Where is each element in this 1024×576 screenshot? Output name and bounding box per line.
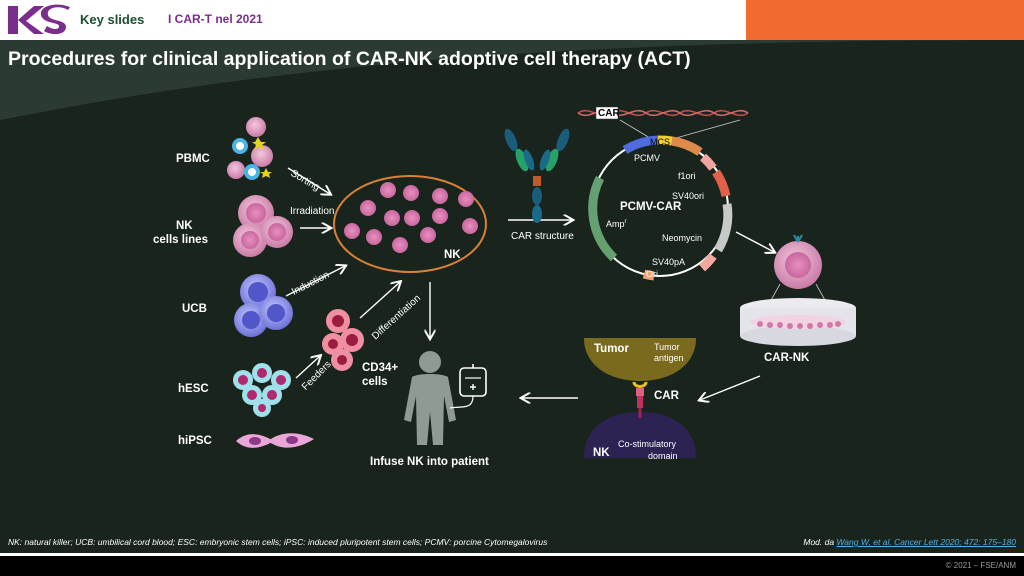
dna-car-box-label: CAR xyxy=(598,108,620,119)
hipsc-cells xyxy=(236,433,314,448)
costim-label-2: domain xyxy=(648,451,678,461)
car-label: CAR xyxy=(654,390,679,402)
ampr-text: Amp xyxy=(606,219,625,229)
cd34-cells xyxy=(322,309,364,371)
pbmc-cells xyxy=(227,117,273,180)
plasmid-to-carnk-arrow xyxy=(735,231,774,252)
nk-pool-ellipse xyxy=(333,175,487,273)
hipsc-label: hiPSC xyxy=(178,435,212,447)
cd34-label-1: CD34+ xyxy=(362,362,399,374)
synapse-nk-label: NK xyxy=(593,447,610,459)
topic-label: I CAR-T nel 2021 xyxy=(168,12,263,26)
key-slides-label: Key slides xyxy=(80,12,145,27)
nk-cell-lines-label-2: cells lines xyxy=(153,234,208,246)
plasmid-ring xyxy=(588,135,733,281)
cd34-label-2: cells xyxy=(362,376,388,388)
plasmid-name-label: PCMV-CAR xyxy=(620,201,682,213)
ampr-label: Ampr xyxy=(606,216,627,230)
ks-logo xyxy=(8,4,70,35)
nk-pool-cells xyxy=(344,182,478,253)
header-accent-block xyxy=(746,0,1024,40)
hesc-cells xyxy=(233,363,291,417)
source-link[interactable]: Wang W, et al. Cancer Lett 2020; 472: 17… xyxy=(836,537,1016,547)
nk-cell-lines-label-1: NK xyxy=(176,220,193,232)
carnk-to-synapse-arrow xyxy=(700,375,761,400)
tumor-antigen-label-1: Tumor xyxy=(654,342,680,352)
patient-figure xyxy=(404,351,456,445)
nk-cell-line-cells xyxy=(233,195,293,257)
car-nk-label: CAR-NK xyxy=(764,352,810,364)
sorting-arrow xyxy=(287,167,330,194)
petri-dish xyxy=(740,298,856,346)
sv40pa-label: SV40pA xyxy=(652,257,686,267)
dna-strip xyxy=(577,106,749,120)
copyright-label: © 2021 – FSE/ANM xyxy=(945,561,1016,570)
footer-divider xyxy=(0,553,1024,556)
source-prefix: Mod. da xyxy=(803,537,837,547)
sv40ori-label: SV40ori xyxy=(672,191,705,201)
car-structure-icon xyxy=(504,128,570,223)
differentiation-arrow xyxy=(359,282,400,319)
mcs-label: MCS xyxy=(650,137,670,147)
induction-arrow xyxy=(285,266,345,297)
tumor-label: Tumor xyxy=(594,343,629,355)
neomycin-label: Neomycin xyxy=(662,233,703,243)
abbreviations-footnote: NK: natural killer; UCB: umbilical cord … xyxy=(8,537,548,547)
tumor-antigen-label-2: antigen xyxy=(654,353,684,363)
header-bar: Key slides I CAR-T nel 2021 xyxy=(0,0,1024,40)
iv-bag-icon xyxy=(449,364,487,409)
dna-connector-right xyxy=(675,119,741,139)
bottom-bar xyxy=(0,556,1024,576)
feeders-arrow xyxy=(295,356,320,379)
slide-title: Procedures for clinical application of C… xyxy=(8,48,691,70)
car-structure-label: CAR structure xyxy=(511,231,574,242)
pbmc-label: PBMC xyxy=(176,153,210,165)
nk-pool-label: NK xyxy=(444,249,461,261)
ucb-cells xyxy=(234,274,293,337)
pcmv-label: PCMV xyxy=(634,153,661,163)
irradiation-label: Irradiation xyxy=(290,206,335,217)
f1ori-label: f1ori xyxy=(678,171,696,181)
hesc-label: hESC xyxy=(178,383,209,395)
infuse-label: Infuse NK into patient xyxy=(370,456,489,468)
dna-connector-left xyxy=(619,119,651,139)
costim-label-1: Co-stimulatory xyxy=(618,439,677,449)
ucb-label: UCB xyxy=(182,303,207,315)
ori-label: Ori xyxy=(646,269,658,279)
source-citation: Mod. da Wang W, et al. Cancer Lett 2020;… xyxy=(803,537,1016,547)
ampr-superscript: r xyxy=(624,219,627,225)
immune-synapse xyxy=(584,338,696,458)
